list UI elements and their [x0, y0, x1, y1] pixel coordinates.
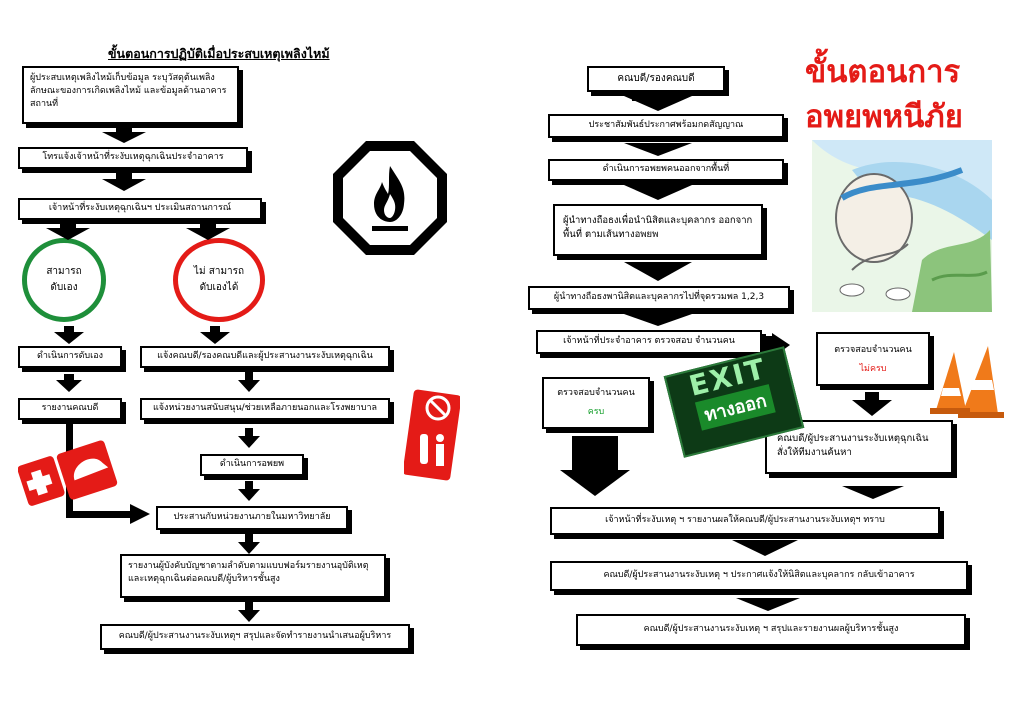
arrow-down-icon	[238, 481, 260, 501]
evac-officer-count-label: เจ้าหน้าที่ประจำอาคาร ตรวจสอบ จำนวนคน	[563, 336, 735, 347]
evac-move-out: ดำเนินการอพยพคนออกจากพื้นที่	[548, 159, 784, 181]
arrow-down-icon	[186, 222, 230, 240]
arrow-down-icon	[54, 326, 84, 344]
arrow-down-icon	[238, 602, 260, 622]
check-incomplete-box: ตรวจสอบจำนวนคน ไม่ครบ	[816, 332, 930, 386]
step-report-dean: รายงานคณบดี	[18, 398, 122, 420]
evac-report-result-label: เจ้าหน้าที่ระงับเหตุ ฯ รายงานผลให้คณบดี/…	[605, 515, 885, 526]
arrow-down-icon	[624, 185, 692, 200]
evac-announce-label: ประชาสัมพันธ์ประกาศพร้อมกดสัญญาณ	[588, 120, 744, 131]
can-extinguish-label: สามารถ ดับเอง	[46, 266, 82, 293]
evac-return: คณบดี/ผู้ประสานงานระงับเหตุ ฯ ประกาศแจ้ง…	[550, 561, 968, 591]
step-coordinate-label: ประสานกับหน่วยงานภายในมหาวิทยาลัย	[173, 512, 331, 523]
search-team-box: คณบดี/ผู้ประสานงานระงับเหตุฉุกเฉิน สั่งใ…	[765, 420, 953, 474]
arrow-down-icon	[102, 172, 146, 191]
step-call-officer: โทรแจ้งเจ้าหน้าที่ระงับเหตุฉุกเฉินประจำอ…	[18, 147, 248, 169]
fleeing-person-illustration	[812, 140, 992, 312]
evac-assembly-label: ผู้นำทางถือธงพานิสิตและบุคลากรไปที่จุดรว…	[553, 292, 765, 303]
fire-hazard-icon	[333, 141, 447, 255]
step-summary-report-label: คณบดี/ผู้ประสานงานระงับเหตุฯ สรุปและจัดท…	[118, 631, 392, 642]
evac-dean: คณบดี/รองคณบดี	[587, 66, 725, 92]
arrow-down-icon	[732, 540, 798, 556]
check-incomplete-label: ตรวจสอบจำนวนคน	[834, 345, 912, 355]
evac-assembly: ผู้นำทางถือธงพานิสิตและบุคลากรไปที่จุดรว…	[528, 286, 790, 310]
cannot-extinguish-circle: ไม่ สามารถ ดับเองได้	[173, 238, 265, 322]
traffic-cone-icon	[930, 346, 1004, 418]
arrow-down-icon	[200, 326, 230, 344]
incomplete-status: ไม่ครบ	[859, 364, 887, 375]
arrow-down-icon	[624, 143, 692, 156]
step-extinguish: ดำเนินการดับเอง	[18, 346, 122, 368]
arrow-down-icon	[624, 262, 692, 281]
arrow-down-icon	[560, 470, 630, 496]
step-assess: เจ้าหน้าที่ระงับเหตุฉุกเฉินฯ ประเมินสถาน…	[18, 198, 262, 220]
step-notify-dean: แจ้งคณบดี/รองคณบดีและผู้ประสานงานระงับเห…	[140, 346, 390, 368]
step-summary-report: คณบดี/ผู้ประสานงานระงับเหตุฯ สรุปและจัดท…	[100, 624, 410, 650]
arrow-down-icon	[852, 400, 892, 416]
first-aid-icon	[18, 440, 118, 506]
step-evacuate-label: ดำเนินการอพยพ	[219, 459, 285, 470]
step-notify-dean-label: แจ้งคณบดี/รองคณบดีและผู้ประสานงานระงับเห…	[157, 351, 373, 362]
evac-move-out-label: ดำเนินการอพยพคนออกจากพื้นที่	[602, 164, 730, 175]
cannot-extinguish-label: ไม่ สามารถ ดับเองได้	[193, 266, 245, 293]
evac-final-report-label: คณบดี/ผู้ประสานงานระงับเหตุ ฯ สรุปและราย…	[643, 624, 899, 635]
check-complete-label: ตรวจสอบจำนวนคน	[557, 388, 635, 398]
arrow-down-icon	[238, 428, 260, 448]
arrow-down-icon	[46, 222, 90, 240]
step-collect-info: ผู้ประสบเหตุเพลิงไหม้เก็บข้อมูล ระบุวัสด…	[22, 66, 239, 124]
arrow-right-icon	[130, 504, 150, 524]
step-assess-label: เจ้าหน้าที่ระงับเหตุฉุกเฉินฯ ประเมินสถาน…	[48, 203, 232, 214]
step-notify-external-label: แจ้งหน่วยงานสนับสนุน/ช่วยเหลือภายนอกและโ…	[152, 403, 378, 414]
step-call-officer-label: โทรแจ้งเจ้าหน้าที่ระงับเหตุฉุกเฉินประจำอ…	[42, 152, 224, 163]
step-evacuate: ดำเนินการอพยพ	[200, 454, 304, 476]
fire-extinguisher-icon	[404, 389, 460, 481]
step-formal-report: รายงานผู้บังคับบัญชาตามลำดับตามแบบฟอร์มร…	[120, 554, 386, 598]
complete-status: ครบ	[587, 407, 605, 418]
evac-report-result: เจ้าหน้าที่ระงับเหตุ ฯ รายงานผลให้คณบดี/…	[550, 507, 940, 535]
step-report-dean-label: รายงานคณบดี	[41, 403, 99, 414]
evac-announce: ประชาสัมพันธ์ประกาศพร้อมกดสัญญาณ	[548, 114, 784, 138]
evac-dean-label: คณบดี/รองคณบดี	[617, 72, 695, 84]
arrow-down-icon	[56, 374, 82, 392]
arrow-down-icon	[736, 598, 800, 611]
can-extinguish-circle: สามารถ ดับเอง	[22, 238, 106, 322]
step-coordinate: ประสานกับหน่วยงานภายในมหาวิทยาลัย	[156, 506, 348, 530]
evac-officer-count: เจ้าหน้าที่ประจำอาคาร ตรวจสอบ จำนวนคน	[536, 330, 762, 354]
step-formal-report-label: รายงานผู้บังคับบัญชาตามลำดับตามแบบฟอร์มร…	[128, 561, 369, 585]
evac-final-report: คณบดี/ผู้ประสานงานระงับเหตุ ฯ สรุปและราย…	[576, 614, 966, 646]
arrow-down-icon	[238, 534, 260, 554]
evac-return-label: คณบดี/ผู้ประสานงานระงับเหตุ ฯ ประกาศแจ้ง…	[603, 570, 915, 581]
arrow-down-icon	[238, 372, 260, 392]
step-collect-info-label: ผู้ประสบเหตุเพลิงไหม้เก็บข้อมูล ระบุวัสด…	[30, 73, 227, 110]
check-complete-box: ตรวจสอบจำนวนคน ครบ	[542, 377, 650, 429]
left-arrows	[46, 126, 260, 622]
right-arrows	[560, 96, 904, 611]
arrow-down-icon	[624, 96, 692, 111]
arrow-down-icon	[102, 126, 146, 143]
step-extinguish-label: ดำเนินการดับเอง	[36, 351, 104, 362]
evac-leader-flag: ผู้นำทางถือธงเพื่อนำนิสิตและบุคลากร ออกจ…	[553, 204, 763, 256]
search-team-label: คณบดี/ผู้ประสานงานระงับเหตุฉุกเฉิน สั่งใ…	[777, 433, 929, 458]
arrow-down-icon	[842, 486, 904, 499]
evac-leader-flag-label: ผู้นำทางถือธงเพื่อนำนิสิตและบุคลากร ออกจ…	[563, 215, 753, 240]
arrow-down-icon	[624, 314, 692, 326]
left-title: ขั้นตอนการปฏิบัติเมื่อประสบเหตุเพลิงไหม้	[108, 46, 330, 61]
right-title: ขั้นตอนการอพยพหนีภัย	[805, 54, 963, 135]
step-notify-external: แจ้งหน่วยงานสนับสนุน/ช่วยเหลือภายนอกและโ…	[140, 398, 390, 420]
